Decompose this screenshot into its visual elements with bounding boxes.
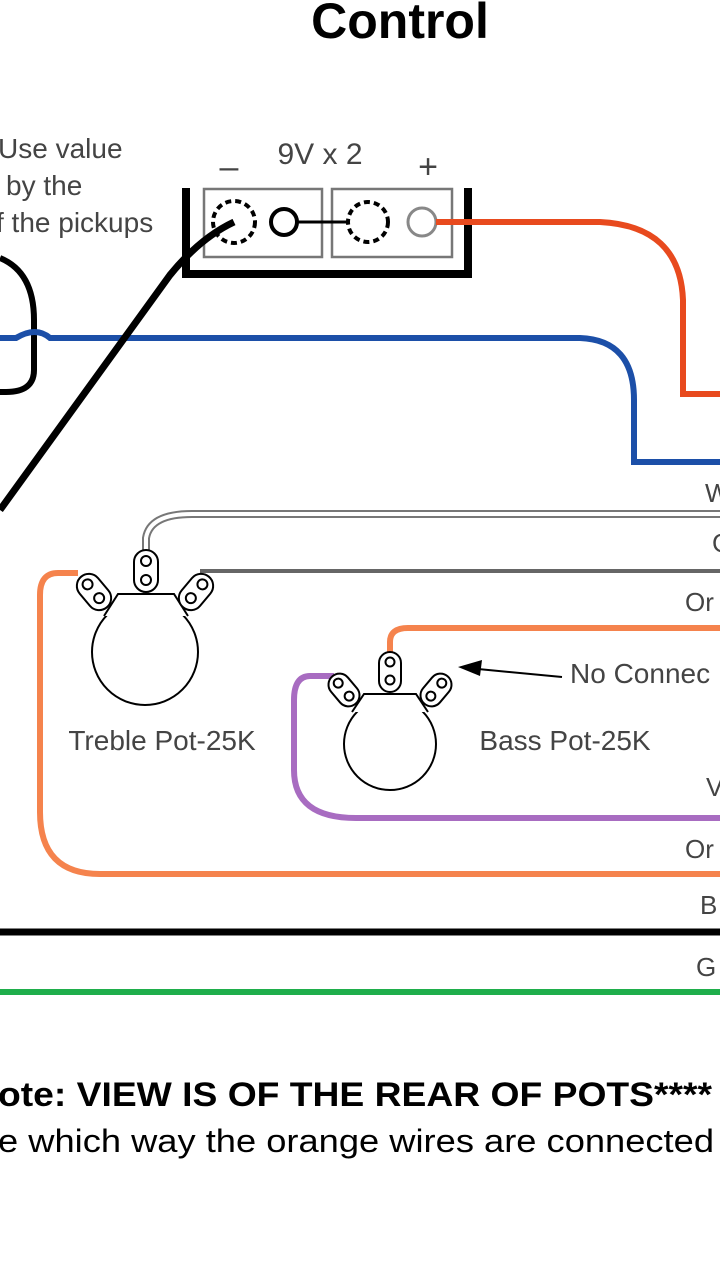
bass-pot-lug-right [419, 672, 453, 708]
no-connection-callout: No Connec [458, 658, 710, 689]
orange-wire-outer [37, 570, 720, 877]
battery-label: 9V x 2 [277, 138, 362, 171]
battery-plus-label: + [418, 148, 438, 186]
pickup-note-line-2: by the [6, 170, 82, 201]
wire-label-orange-2: Or [685, 834, 714, 864]
pickup-note-line-3: f the pickups [0, 207, 153, 238]
note-line-1: ote: VIEW IS OF THE REAR OF POTS**** [0, 1076, 713, 1114]
treble-pot-lug-right [177, 572, 215, 612]
battery-minus-label: – [220, 148, 239, 186]
battery-cell-right [330, 187, 454, 259]
wire-label-green: G [696, 952, 716, 982]
blue-wire [0, 329, 720, 465]
treble-pot-label: Treble Pot-25K [68, 725, 256, 756]
violet-wire [291, 673, 720, 821]
white-wire-core [144, 512, 720, 552]
black-negative-wire [0, 218, 236, 513]
arrow-left-icon [458, 660, 482, 676]
wire-label-gray: G [712, 528, 720, 558]
red-wire [436, 219, 720, 397]
pickup-note-line-1: Use value [0, 133, 123, 164]
bass-pot-label: Bass Pot-25K [479, 725, 651, 756]
bass-pot [327, 651, 453, 791]
pickup-note: Use value by the f the pickups [0, 133, 153, 238]
wire-label-orange-1: Or [685, 587, 714, 617]
white-wire [142, 510, 720, 552]
wire-label-black: B [700, 890, 717, 920]
treble-pot-lug-center [133, 549, 159, 593]
bass-pot-lug-left [327, 672, 361, 708]
wire-labels: W G Or V Or B G [685, 478, 720, 982]
callout-arrow-line [477, 668, 563, 678]
diagram-title: Control [311, 0, 489, 49]
wire-label-violet: V [706, 772, 720, 802]
battery-terminal-negative [211, 199, 257, 245]
bass-pot-lug-center [378, 651, 402, 693]
note-line-2: e which way the orange wires are connect… [0, 1123, 714, 1159]
treble-pot-lug-left [75, 572, 113, 612]
pickup-black-loop [0, 255, 37, 395]
no-connection-label: No Connec [570, 658, 710, 689]
battery-holder [182, 187, 472, 278]
wire-label-white: W [705, 478, 720, 508]
treble-pot [75, 549, 215, 706]
orange-wire-bass [387, 625, 720, 662]
